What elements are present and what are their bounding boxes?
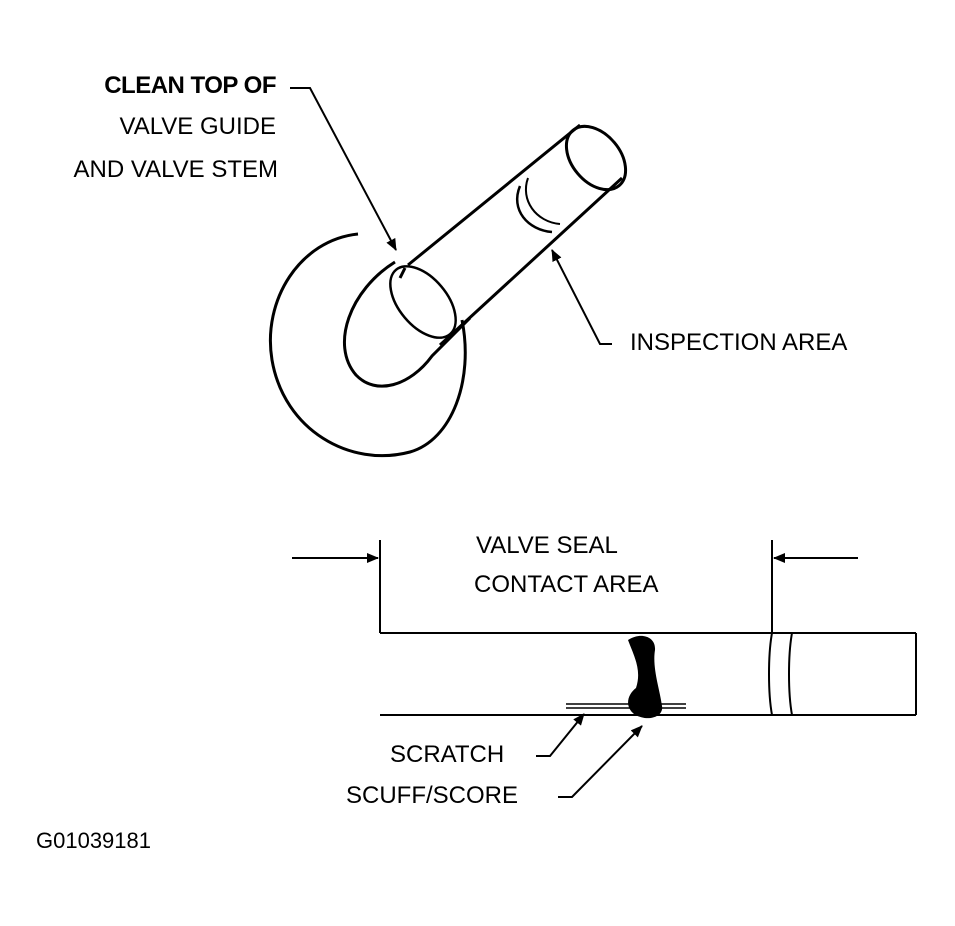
top-view-leaders: [290, 87, 612, 345]
valve-head-outline: [269, 232, 467, 458]
valve-perspective-view: [269, 123, 628, 458]
scratch-leader: [536, 713, 585, 757]
clean-leader: [290, 87, 397, 251]
clean-label-line2: VALVE GUIDE: [119, 113, 277, 140]
scratch-label: SCRATCH: [390, 741, 505, 768]
figure-id: G01039181: [36, 828, 151, 853]
valve-stem-upper-edge: [407, 123, 581, 267]
lower-view-leaders: [536, 713, 643, 798]
clean-label-line1: CLEAN TOP OF: [104, 72, 276, 99]
valve-guide-boss: [342, 260, 472, 388]
scuff-label: SCUFF/SCORE: [346, 782, 519, 809]
scuff-score-mark: [628, 635, 663, 719]
valve-stem-end: [564, 124, 628, 192]
inspection-leader: [551, 249, 612, 345]
inspection-groove-ring: [515, 185, 553, 234]
scuff-leader: [558, 725, 643, 798]
valve-stem-mid-edge: [398, 267, 407, 279]
stem-side-view: [292, 540, 917, 716]
stem-groove: [768, 632, 793, 716]
valve-stem-lower-edge: [438, 176, 624, 347]
seal-label-line1: VALVE SEAL: [476, 532, 618, 559]
seal-label-line2: CONTACT AREA: [474, 571, 659, 598]
clean-label-line3: AND VALVE STEM: [73, 156, 279, 183]
inspection-label: INSPECTION AREA: [630, 329, 848, 356]
